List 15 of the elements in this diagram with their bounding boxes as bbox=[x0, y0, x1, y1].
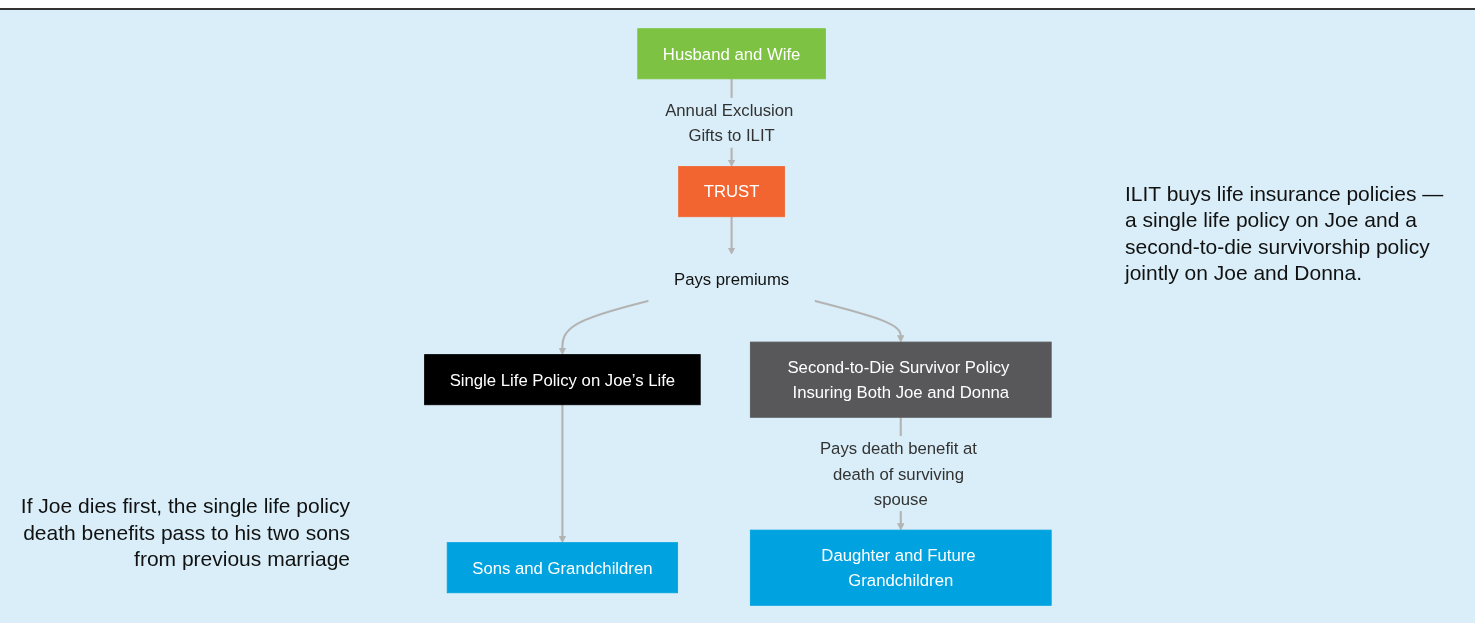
edge-label: Annual Exclusion Gifts to ILIT bbox=[664, 100, 793, 144]
note-text: If Joe dies first, the single life policy death benefits pass to his two sons from previous marriage bbox=[20, 493, 350, 572]
node-box: Sons and Grandchildren bbox=[446, 541, 678, 593]
node-box: Second-to-Die Survivor Policy Insuring Both Joe and Donna bbox=[749, 341, 1052, 418]
node-box: Daughter and Future Grandchildren bbox=[749, 529, 1052, 606]
arrow bbox=[727, 216, 735, 255]
arrow bbox=[813, 299, 905, 342]
node-box: Single Life Policy on Joe’s Life bbox=[423, 353, 701, 405]
note-text: ILIT buys life insurance policies — a single life policy on Joe and a second-to-die survivorship policy jointly on Joe and Donna. bbox=[1125, 181, 1445, 286]
arrow bbox=[558, 404, 566, 543]
arrow bbox=[558, 299, 649, 355]
edge-label: Pays death benefit at death of surviving spouse bbox=[819, 438, 977, 508]
node-box: Husband and Wife bbox=[636, 27, 826, 79]
node-text: Pays premiums bbox=[673, 269, 789, 289]
node-box: TRUST bbox=[677, 165, 785, 217]
